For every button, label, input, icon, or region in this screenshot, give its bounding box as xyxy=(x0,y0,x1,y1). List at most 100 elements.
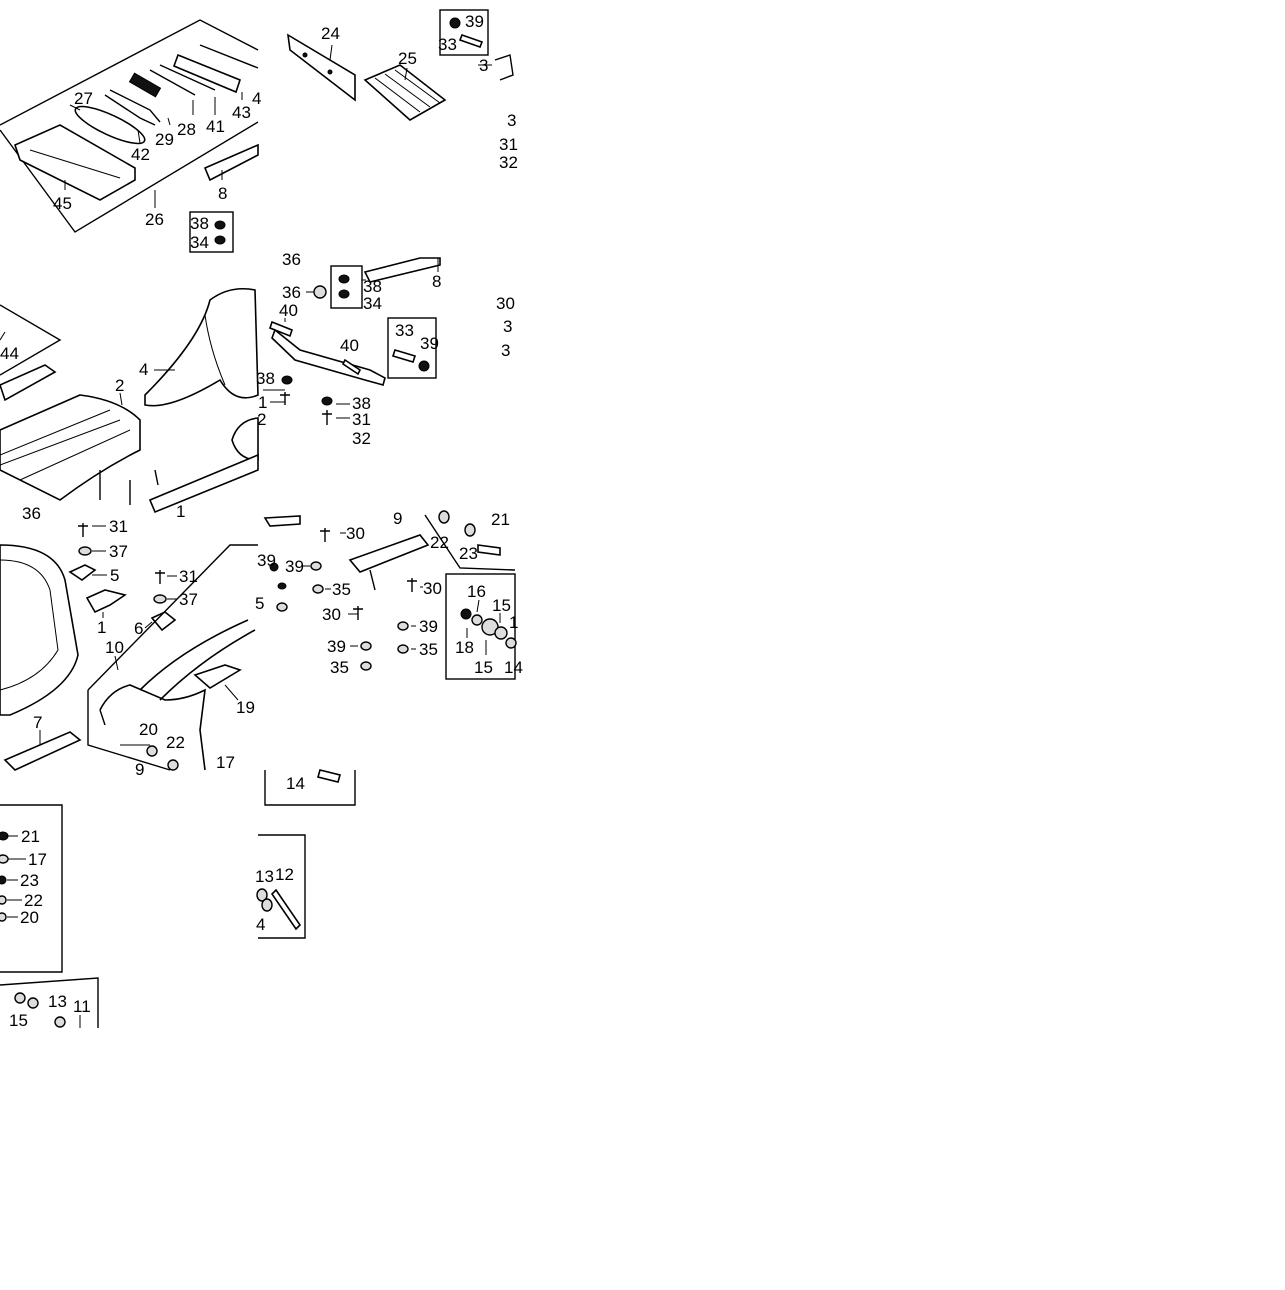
label-23: 23 xyxy=(20,871,39,890)
label-27: 27 xyxy=(74,89,93,108)
wrench-part xyxy=(149,64,216,96)
label-32-partial: 32 xyxy=(499,153,518,172)
washer-icon xyxy=(464,523,476,537)
label-28: 28 xyxy=(177,120,196,139)
label-18: 18 xyxy=(455,638,474,657)
bracket-fragment xyxy=(494,54,514,81)
label-20: 20 xyxy=(20,908,39,927)
label-36: 36 xyxy=(282,283,301,302)
label-23: 23 xyxy=(459,544,478,563)
handle-rod-part xyxy=(199,44,259,69)
label-11: 11 xyxy=(73,997,91,1016)
label-45: 45 xyxy=(53,194,72,213)
washer-icon xyxy=(167,759,179,771)
label-34: 34 xyxy=(190,233,209,252)
label-35-c: 35 xyxy=(330,658,349,677)
label-10: 10 xyxy=(105,638,124,657)
washer-icon xyxy=(0,912,7,922)
tank-cover-part xyxy=(144,287,259,407)
label-39: 39 xyxy=(420,334,439,353)
washer-icon xyxy=(321,396,333,406)
frame-rail-part xyxy=(139,619,256,701)
label-38: 38 xyxy=(363,277,382,296)
washer-icon xyxy=(0,854,9,864)
bolt-icon xyxy=(341,358,362,376)
label-9-bottom: 9 xyxy=(135,760,144,779)
label-31-b: 31 xyxy=(179,567,198,586)
label-14-partial: 14 xyxy=(504,658,523,677)
label-3-partial: 3 xyxy=(507,111,516,130)
box-14 xyxy=(264,770,356,806)
bolt-icon xyxy=(458,33,484,49)
nut-icon xyxy=(54,1016,66,1028)
tank-cover-seam xyxy=(204,314,226,386)
toolkit-box-bottom-edge xyxy=(0,121,259,233)
frame-box-edge xyxy=(87,544,258,691)
box-38-34 xyxy=(330,265,363,309)
nut-icon xyxy=(360,661,372,671)
label-35-a: 35 xyxy=(332,580,351,599)
seat-hinge-lines xyxy=(99,469,159,505)
label-29: 29 xyxy=(155,130,174,149)
seat-bracket-part xyxy=(148,453,259,514)
label-1-partial: 1 xyxy=(509,613,518,632)
seat-back-part xyxy=(0,544,79,716)
stand-9-part xyxy=(348,534,430,573)
bolt-icon xyxy=(269,320,293,338)
leader-lines xyxy=(0,258,439,419)
label-14: 14 xyxy=(286,774,305,793)
label-37: 37 xyxy=(109,542,128,561)
label-39: 39 xyxy=(465,12,484,31)
label-15-top: 15 xyxy=(492,596,511,615)
leader-lines xyxy=(39,525,501,746)
washer-icon xyxy=(310,561,322,571)
frame-pipe-part xyxy=(99,684,206,771)
label-2: 2 xyxy=(115,376,124,395)
bolt-icon xyxy=(155,570,165,584)
label-15: 15 xyxy=(9,1011,28,1030)
tile-seat: 36 8 36 38 34 40 40 33 39 30 3 3 4 44 2 … xyxy=(0,250,515,523)
hinge-part xyxy=(85,589,127,614)
label-17: 17 xyxy=(28,850,47,869)
washer-icon xyxy=(449,17,461,29)
box-13-12 xyxy=(258,834,306,939)
washer-icon xyxy=(0,895,7,905)
box-39-33 xyxy=(439,9,489,56)
washer-icon xyxy=(256,888,268,902)
label-13-partial: 13 xyxy=(255,867,274,886)
nut-icon xyxy=(397,644,409,654)
label-40-left: 40 xyxy=(279,301,298,320)
label-37-b: 37 xyxy=(179,590,198,609)
bolt-icon xyxy=(477,544,501,556)
label-32: 32 xyxy=(352,429,371,448)
tile-frame: 9 21 31 30 22 23 37 39 39 35 30 16 15 5 … xyxy=(0,509,523,779)
label-21: 21 xyxy=(21,827,40,846)
label-9: 9 xyxy=(393,509,402,528)
seat-part xyxy=(0,394,141,501)
pliers-part xyxy=(104,89,161,126)
bolt-icon xyxy=(391,349,417,363)
box-15-13-11 xyxy=(0,977,99,1028)
nut-icon xyxy=(338,289,350,299)
label-36-top: 36 xyxy=(282,250,301,269)
nut-icon xyxy=(312,584,324,594)
label-17: 17 xyxy=(216,753,235,772)
frame-fragment-44 xyxy=(0,304,62,376)
bracket-fragment xyxy=(263,515,301,527)
bolt-icon xyxy=(322,410,332,425)
label-8: 8 xyxy=(432,272,441,291)
label-30-mid: 30 xyxy=(322,605,341,624)
label-4-partial: 4 xyxy=(256,915,265,934)
cover-end-part xyxy=(231,417,259,461)
washer-icon xyxy=(471,614,483,626)
label-31: 31 xyxy=(352,410,371,429)
bracket-part xyxy=(203,143,259,182)
bolt-hole-icon xyxy=(302,52,308,58)
washer-icon xyxy=(277,582,287,590)
box-16-15-18 xyxy=(445,573,516,680)
label-33: 33 xyxy=(395,321,414,340)
label-6: 6 xyxy=(134,619,143,638)
label-22-b: 22 xyxy=(166,733,185,752)
